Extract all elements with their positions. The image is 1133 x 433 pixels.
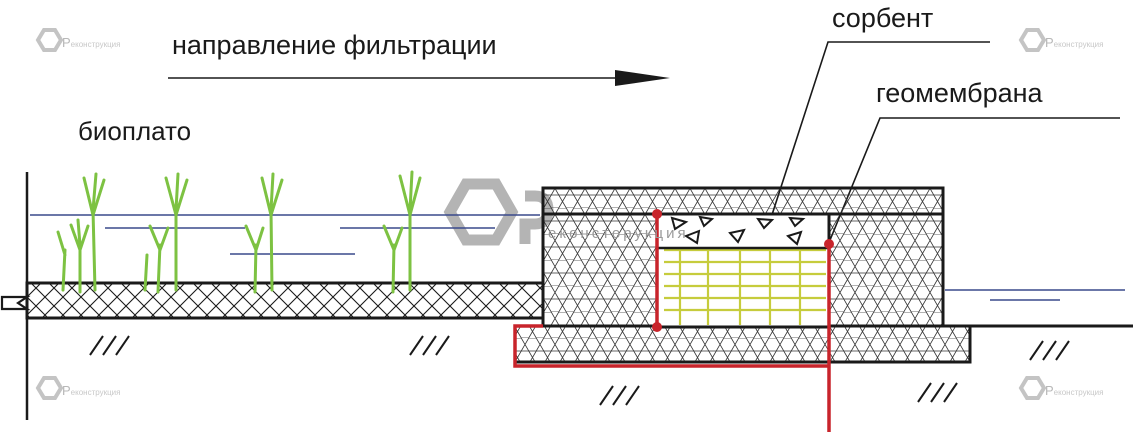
- geomembrane-line: [513, 214, 831, 432]
- sorbent-layer: [664, 248, 826, 325]
- sorbent-chamber: [655, 212, 831, 329]
- filtration-direction-label: направление фильтрации: [172, 30, 497, 60]
- watermark-text: Реконструкция: [62, 35, 121, 50]
- watermark-center-text: еконсторукция: [548, 225, 689, 242]
- watermark-center-logo-icon: [443, 178, 554, 246]
- watermark-text: Реконструкция: [1045, 383, 1104, 398]
- plant-icons: [56, 170, 422, 294]
- sorbent-label: сорбент: [832, 3, 934, 33]
- direction-arrow-icon: [168, 70, 670, 86]
- water-lines: [30, 214, 1125, 301]
- watermark-text: Реконструкция: [62, 383, 121, 398]
- anchor-point-icons: [652, 209, 834, 332]
- watermark-logo-icon: [35, 28, 1047, 400]
- bioplato-label: биоплато: [78, 116, 192, 146]
- foundation-hex-layer: [513, 324, 972, 364]
- ground-hatch-icons: [89, 335, 1070, 406]
- geomembrane-label: геомембрана: [876, 78, 1043, 108]
- watermark-text: Реконструкция: [1045, 35, 1104, 50]
